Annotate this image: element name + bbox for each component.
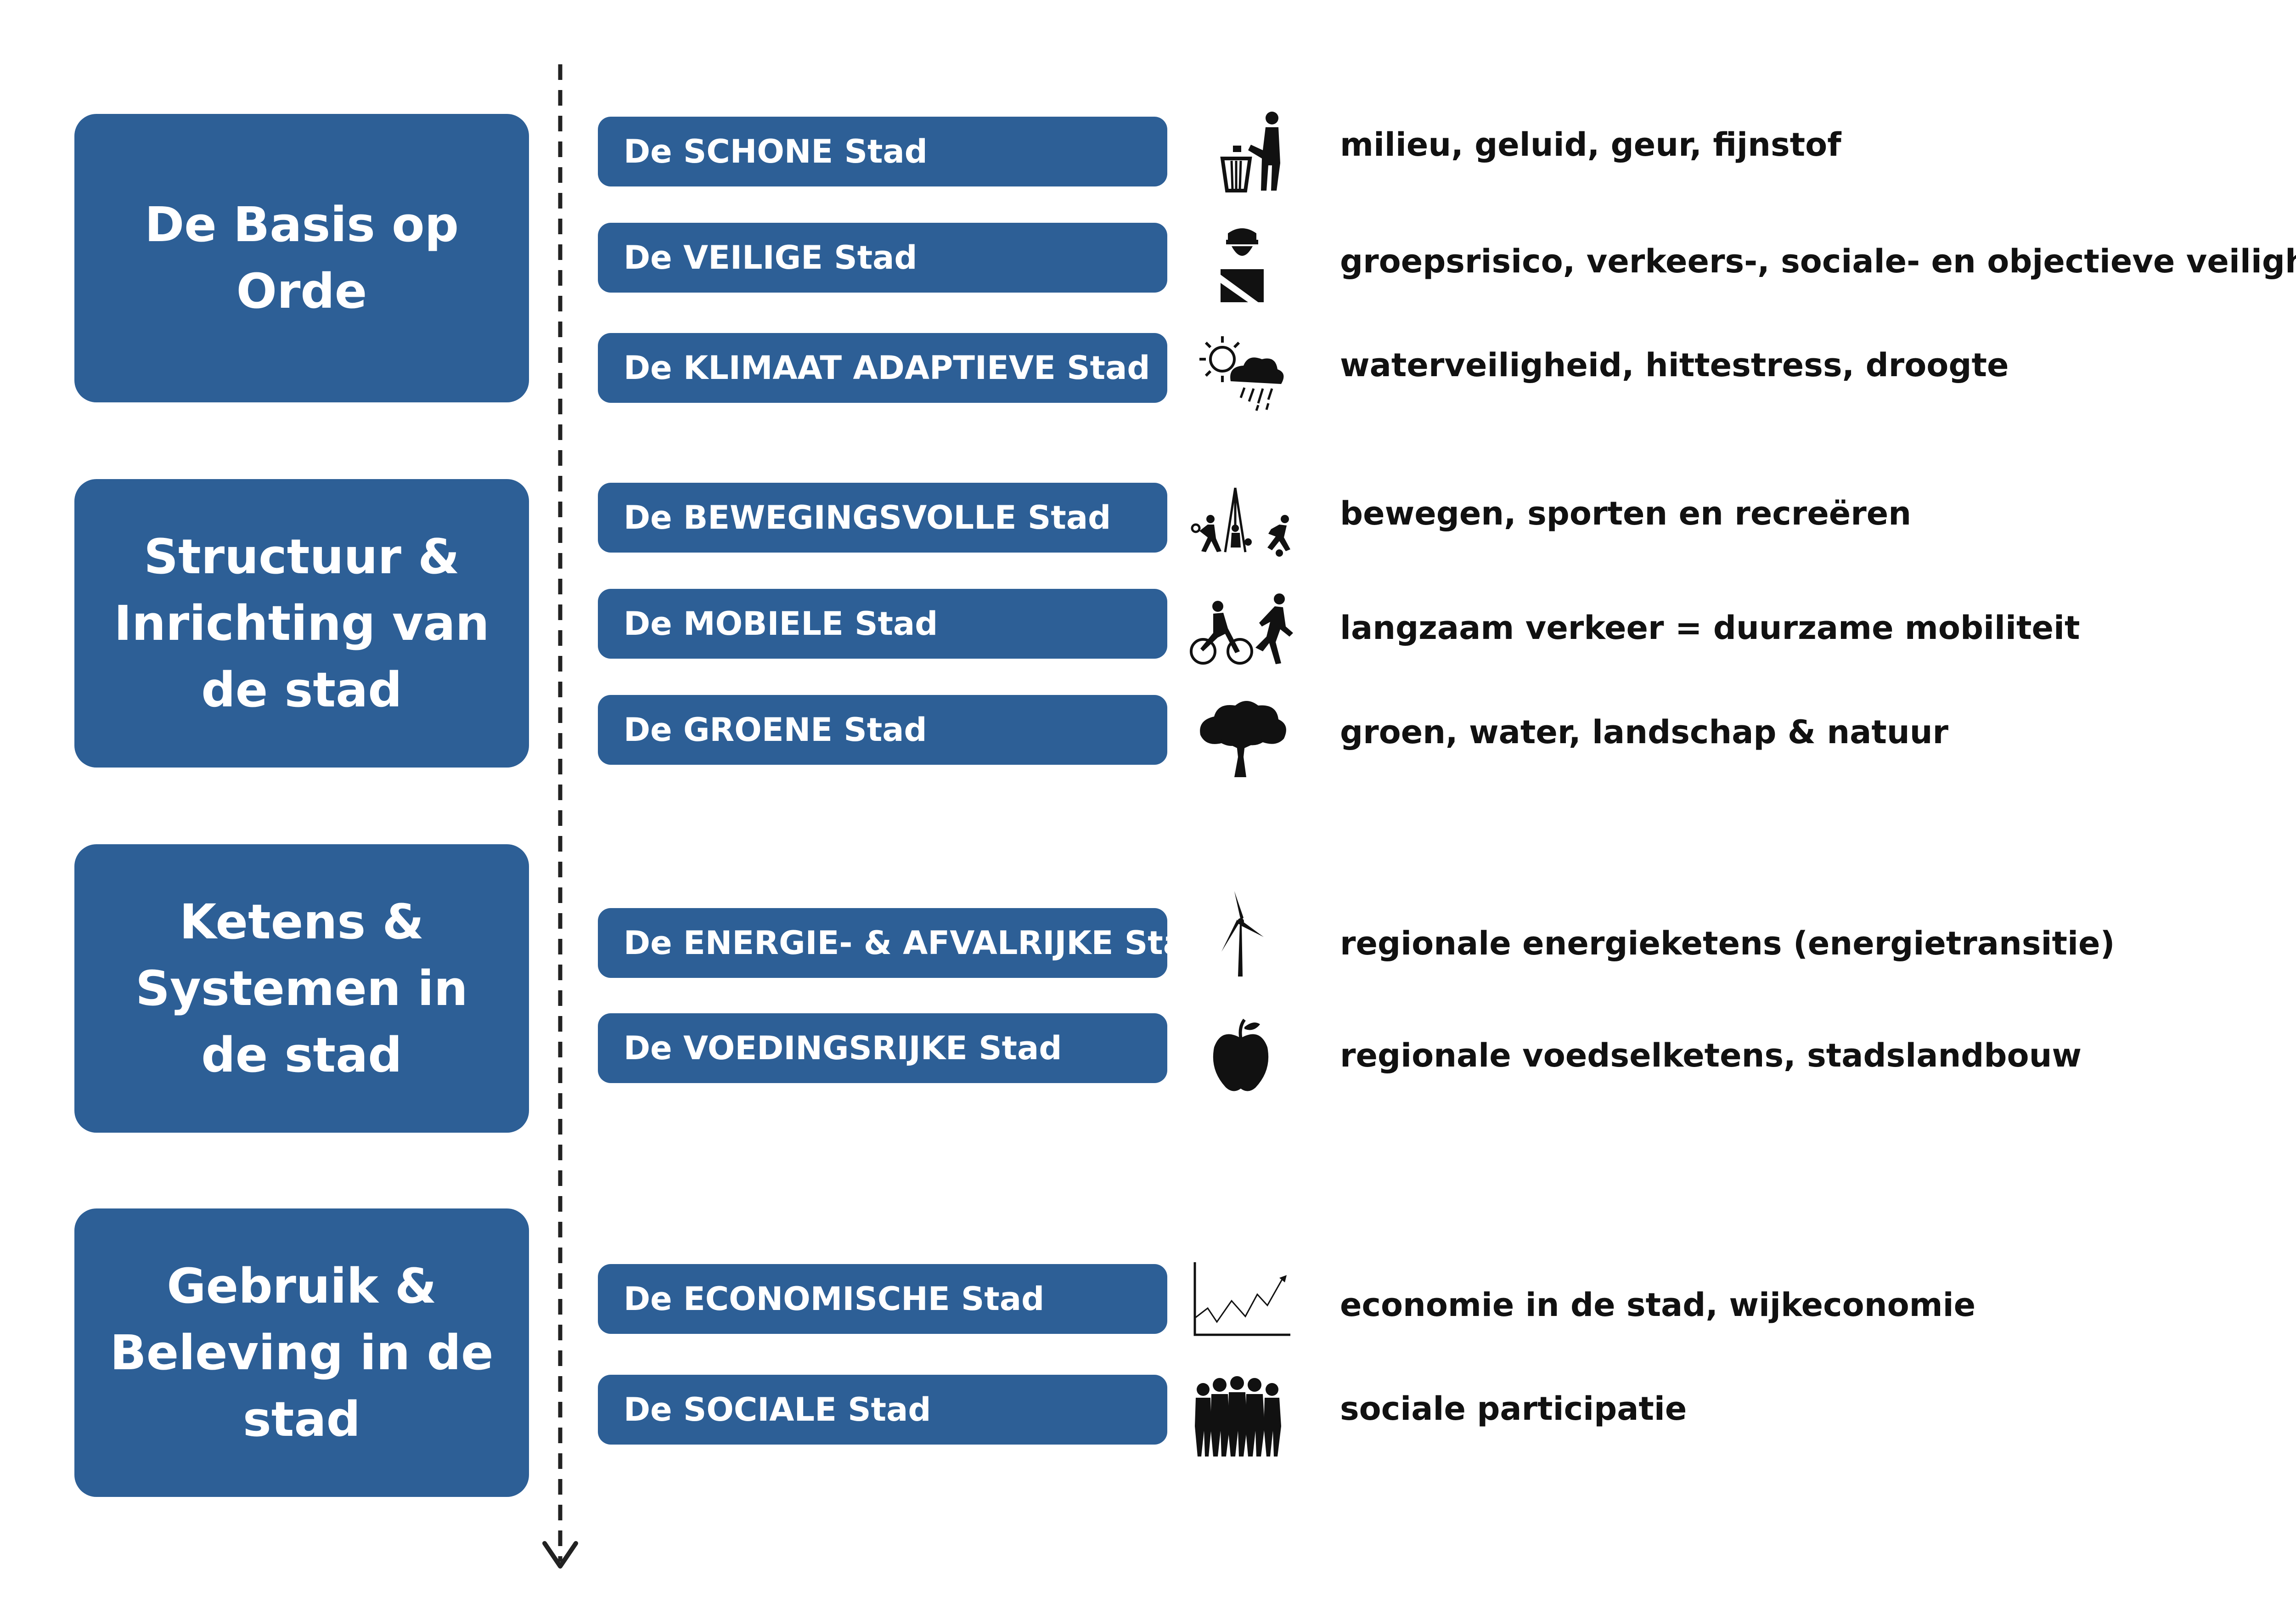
wind-turbine-icon	[1189, 891, 1295, 978]
sun-rain-cloud-icon	[1189, 327, 1295, 414]
police-officer-icon	[1189, 220, 1295, 307]
category-box-structuur: Structuur & Inrichting van de stad	[74, 479, 529, 768]
timeline-arrow	[537, 64, 583, 1575]
theme-pill-energie: De ENERGIE- & AFVALRIJKE Stad	[598, 908, 1208, 978]
theme-description: economie in de stad, wijkeconomie	[1340, 1286, 1976, 1324]
theme-description: waterveiligheid, hittestress, droogte	[1340, 346, 2009, 384]
category-box-basis: De Basis op Orde	[74, 114, 529, 402]
theme-description: groepsrisico, verkeers-, sociale- en obj…	[1340, 243, 2296, 280]
theme-description: bewegen, sporten en recreëren	[1340, 495, 1912, 532]
category-label: De Basis op Orde	[144, 197, 459, 319]
line-chart-icon	[1189, 1258, 1295, 1345]
apple-icon	[1189, 1011, 1295, 1098]
cyclist-runner-icon	[1189, 582, 1295, 670]
litter-bin-icon	[1189, 108, 1295, 195]
theme-description: regionale voedselketens, stadslandbouw	[1340, 1037, 2082, 1074]
theme-description: regionale energieketens (energietransiti…	[1340, 925, 2115, 962]
theme-pill-schone: De SCHONE Stad	[598, 117, 1167, 186]
theme-description: milieu, geluid, geur, fijnstof	[1340, 126, 1841, 164]
sports-playground-icon	[1189, 474, 1295, 561]
theme-description: langzaam verkeer = duurzame mobiliteit	[1340, 609, 2080, 647]
category-label: Ketens & Systemen in de stad	[135, 893, 468, 1083]
theme-pill-voedingsrijke: De VOEDINGSRIJKE Stad	[598, 1013, 1167, 1083]
category-label: Structuur & Inrichting van de stad	[114, 528, 490, 718]
category-box-gebruik: Gebruik & Beleving in de stad	[74, 1208, 529, 1497]
theme-pill-economische: De ECONOMISCHE Stad	[598, 1264, 1167, 1334]
category-box-ketens: Ketens & Systemen in de stad	[74, 844, 529, 1133]
theme-pill-bewegingsvolle: De BEWEGINGSVOLLE Stad	[598, 483, 1167, 553]
theme-description: groen, water, landschap & natuur	[1340, 713, 1949, 751]
theme-pill-veilige: De VEILIGE Stad	[598, 223, 1167, 293]
crowd-icon	[1189, 1371, 1295, 1458]
tree-icon	[1189, 693, 1295, 780]
theme-pill-groene: De GROENE Stad	[598, 695, 1167, 765]
theme-pill-klimaat: De KLIMAAT ADAPTIEVE Stad	[598, 333, 1167, 403]
category-label: Gebruik & Beleving in de stad	[110, 1258, 494, 1447]
theme-description: sociale participatie	[1340, 1390, 1687, 1428]
theme-pill-sociale: De SOCIALE Stad	[598, 1375, 1167, 1445]
theme-pill-mobiele: De MOBIELE Stad	[598, 589, 1167, 659]
